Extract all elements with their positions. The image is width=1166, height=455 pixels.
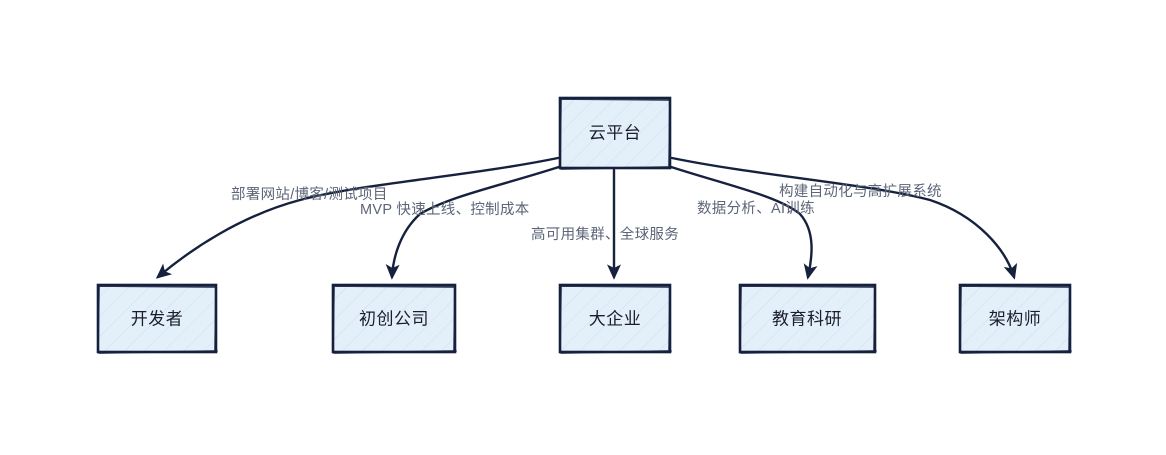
node-sketch-stroke [559,285,672,354]
edge-startup [385,164,564,280]
node-cloud-platform[interactable]: 云平台 [558,96,672,170]
node-label: 架构师 [989,309,1042,328]
node-sketch-stroke [739,285,877,354]
edge-label-startup: MVP 快速上线、控制成本 [360,201,530,218]
node-startup[interactable]: 初创公司 [331,283,457,354]
edge-path [385,164,564,280]
edge-path [155,156,560,279]
edge-path [666,164,818,280]
node-label: 云平台 [589,123,642,142]
edge-labels-layer: 部署网站/博客/测试项目 MVP 快速上线、控制成本 高可用集群、全球服务 数据… [231,183,942,243]
node-sketch-stroke [332,285,457,354]
node-enterprise[interactable]: 大企业 [558,283,672,354]
node-sketch-stroke [97,285,218,354]
node-sketch-stroke [559,98,672,170]
node-label: 大企业 [589,309,642,328]
node-sketch-stroke [959,285,1072,354]
edge-path [670,156,1018,280]
edge-developer [155,156,560,279]
node-label: 初创公司 [359,309,429,328]
edge-label-enterprise: 高可用集群、全球服务 [531,225,679,243]
node-architect[interactable]: 架构师 [958,283,1072,354]
edge-architect [670,156,1018,280]
edge-label-architect: 构建自动化与高扩展系统 [779,183,942,200]
edges-layer [155,156,1018,280]
edge-education [666,164,818,280]
node-label: 开发者 [131,309,184,328]
edge-label-developer: 部署网站/博客/测试项目 [231,186,388,203]
node-developer[interactable]: 开发者 [96,283,218,354]
node-education[interactable]: 教育科研 [738,283,877,354]
node-label: 教育科研 [772,309,842,328]
edge-label-education: 数据分析、AI训练 [697,200,815,217]
